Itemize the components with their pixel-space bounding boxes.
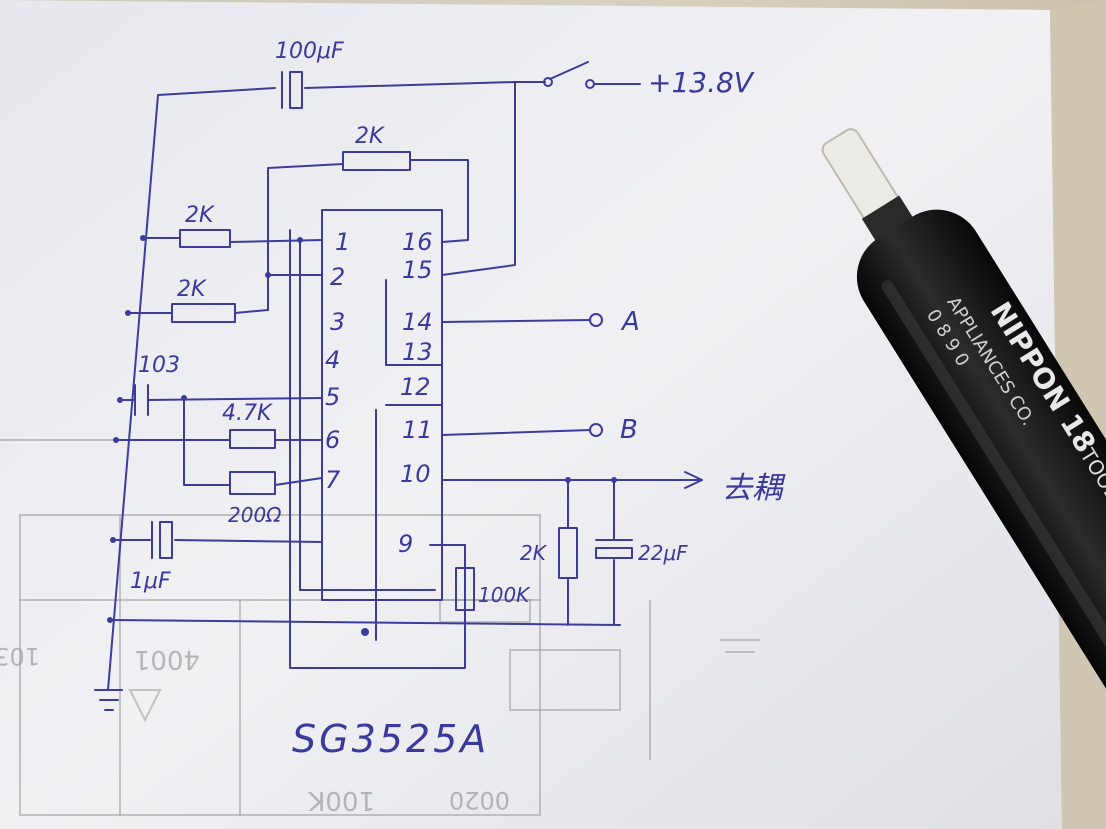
resistor-top-2k-label: 2K — [355, 124, 385, 149]
cap-22uF — [595, 539, 633, 559]
output-label: 去耦 — [722, 471, 786, 506]
pin-13: 13 — [402, 338, 433, 366]
pin-10: 10 — [400, 460, 431, 488]
ghost-text-2: 4001 — [134, 644, 200, 674]
power-switch — [514, 61, 641, 89]
cap-22uF-label: 22μF — [638, 541, 688, 565]
pin-15: 15 — [402, 256, 433, 284]
ghost-text-3: 103 — [0, 642, 40, 670]
port-a: A — [589, 307, 640, 337]
port-b: B — [589, 415, 638, 445]
cap-100uF — [281, 71, 303, 109]
port-b-label: B — [620, 415, 638, 445]
resistor-pin1-2k — [179, 229, 231, 248]
cap-103-label: 103 — [138, 353, 180, 378]
resistor-pin9-label: 100K — [478, 583, 531, 607]
pin-7: 7 — [325, 466, 341, 494]
ground-symbol — [94, 689, 123, 711]
supply-voltage-label: +13.8V — [648, 66, 755, 99]
pin-16: 16 — [402, 228, 433, 256]
ghost-text-1: 100K — [307, 785, 375, 815]
pin-14: 14 — [402, 308, 433, 336]
resistor-pin2-2k — [171, 303, 236, 323]
resistor-pin9-100k — [455, 567, 475, 611]
resistor-pin7-label: 200Ω — [228, 503, 282, 527]
resistor-pin1-label: 2K — [185, 203, 215, 228]
pin-11: 11 — [402, 416, 433, 444]
resistor-top-2k — [342, 151, 411, 171]
pin-12: 12 — [400, 373, 431, 401]
resistor-out-2k — [558, 527, 578, 579]
resistor-pin6-label: 4.7K — [222, 401, 273, 426]
cap-100uF-label: 100μF — [275, 39, 344, 64]
resistor-pin2-label: 2K — [177, 277, 207, 302]
resistor-pin6-4k7 — [229, 429, 276, 449]
ic-inner-rails — [289, 229, 466, 669]
pin-numbers: 1 2 3 4 5 6 7 9 10 11 12 13 14 15 16 — [325, 228, 433, 558]
cap-103 — [134, 384, 149, 416]
output-arrow: 去耦 — [684, 471, 786, 506]
ghost-print: 100K 4001 103 0020 — [0, 439, 760, 816]
pin-5: 5 — [325, 383, 340, 411]
pin-2: 2 — [330, 263, 345, 291]
resistor-out-label: 2K — [520, 541, 548, 565]
port-a-label: A — [620, 307, 640, 337]
pen-body — [856, 209, 1106, 788]
pin-6: 6 — [325, 426, 340, 454]
pin-1: 1 — [335, 228, 350, 256]
chip-title: SG3525A — [292, 717, 489, 761]
pin-9: 9 — [398, 530, 413, 558]
cap-1uF-label: 1μF — [130, 569, 171, 594]
ghost-text-4: 0020 — [449, 786, 510, 814]
ground-rail — [107, 94, 159, 691]
supply-line — [157, 81, 516, 276]
pin-3: 3 — [330, 308, 345, 336]
pin-4: 4 — [325, 346, 340, 374]
resistor-pin7-200r — [229, 471, 276, 495]
cap-1uF — [151, 521, 173, 559]
